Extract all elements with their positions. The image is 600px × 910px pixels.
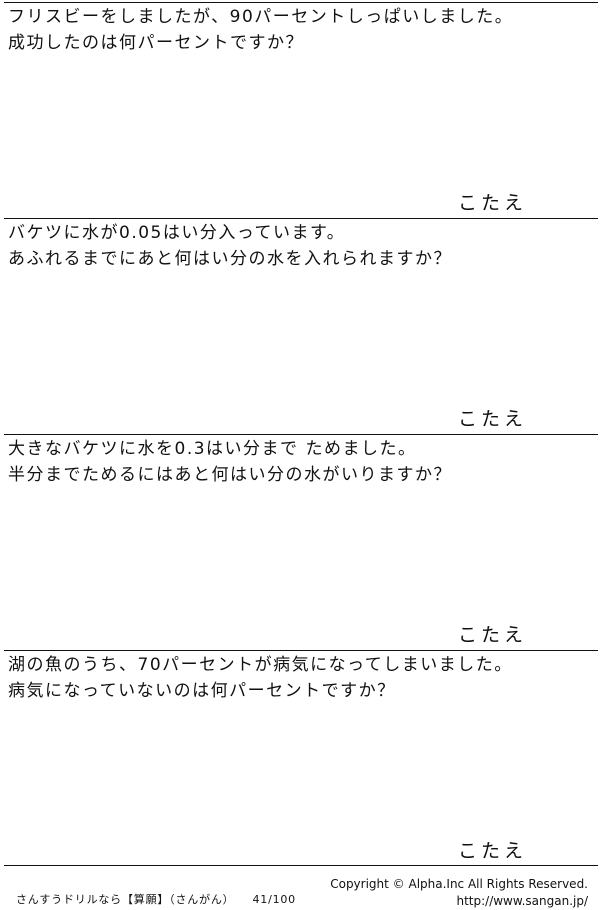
problem-1-text-line-1: フリスビーをしましたが、90パーセントしっぱいしました。: [8, 7, 514, 27]
problem-3-text-line-1: 大きなバケツに水を0.3はい分まで ためました。: [8, 439, 417, 459]
footer-left: さんすうドリルなら【算願】（さんがん） 41/100: [16, 891, 296, 907]
problem-4-answer-label: こたえ: [458, 840, 528, 862]
problem-divider: [4, 218, 598, 219]
problem-4-text-line-1: 湖の魚のうち、70パーセントが病気になってしまいました。: [8, 655, 513, 675]
problem-2-text-line-2: あふれるまでにあと何はい分の水を入れられますか？: [8, 249, 452, 269]
problem-2-answer-label: こたえ: [458, 408, 528, 430]
problem-1: フリスビーをしましたが、90パーセントしっぱいしました。 成功したのは何パーセン…: [0, 2, 600, 218]
problem-1-text-line-2: 成功したのは何パーセントですか？: [8, 33, 304, 53]
site-url: http://www.sangan.jp/: [456, 894, 588, 908]
problem-2-text-line-1: バケツに水が0.05はい分入っています。: [8, 223, 346, 243]
page-number: 41/100: [252, 893, 296, 906]
footer-divider: [4, 865, 598, 866]
problem-3-answer-label: こたえ: [458, 624, 528, 646]
problem-3-text-line-2: 半分までためるにはあと何はい分の水がいりますか？: [8, 465, 452, 485]
problem-4-text-line-2: 病気になっていないのは何パーセントですか？: [8, 681, 396, 701]
problem-1-answer-label: こたえ: [458, 192, 528, 214]
problem-divider: [4, 2, 598, 3]
problem-divider: [4, 434, 598, 435]
footer-title: さんすうドリルなら【算願】（さんがん）: [16, 893, 235, 906]
footer-right: Copyright © Alpha.Inc All Rights Reserve…: [330, 876, 588, 910]
problem-3: 大きなバケツに水を0.3はい分まで ためました。 半分までためるにはあと何はい分…: [0, 434, 600, 650]
problem-divider: [4, 650, 598, 651]
problem-2: バケツに水が0.05はい分入っています。 あふれるまでにあと何はい分の水を入れら…: [0, 218, 600, 434]
copyright-text: Copyright © Alpha.Inc All Rights Reserve…: [330, 877, 588, 891]
problem-4: 湖の魚のうち、70パーセントが病気になってしまいました。 病気になっていないのは…: [0, 650, 600, 866]
